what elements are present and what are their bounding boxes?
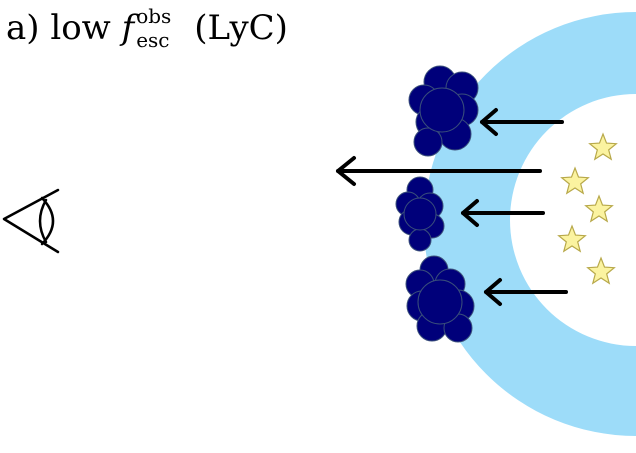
star-icon	[557, 224, 587, 253]
gas-cloud-top	[408, 65, 479, 157]
star-icon	[588, 132, 618, 161]
arrow-escaping	[336, 156, 542, 186]
caption-argument: (LyC)	[194, 8, 288, 48]
gas-shell	[424, 12, 636, 436]
star-icon	[586, 256, 616, 285]
gas-cloud-middle	[395, 176, 445, 252]
gas-cloud-bottom	[405, 255, 475, 343]
caption-prefix: a) low	[6, 8, 122, 48]
star-icon	[560, 166, 590, 195]
eye-icon	[2, 188, 60, 254]
star-icon	[584, 194, 614, 223]
arrow-absorbed-bottom	[484, 278, 568, 306]
arrow-absorbed-top	[480, 108, 564, 136]
caption-symbol: f	[121, 8, 135, 48]
photon-arrows	[336, 108, 568, 306]
caption-subscript: esc	[136, 28, 170, 52]
stars	[557, 132, 618, 285]
caption-superscript: obs	[136, 4, 172, 28]
arrow-absorbed-middle	[461, 199, 545, 227]
